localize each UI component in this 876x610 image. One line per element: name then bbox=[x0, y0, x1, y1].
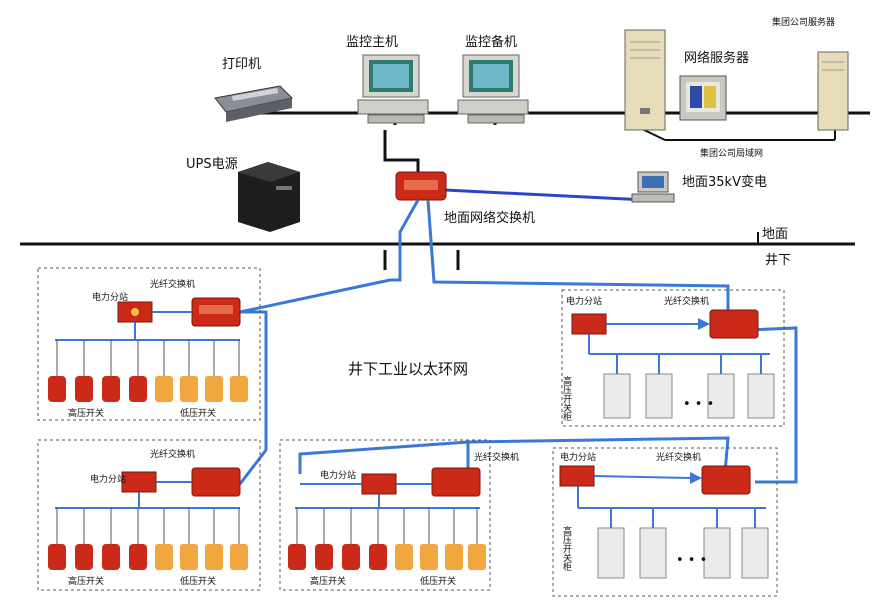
fiber-switch-icon bbox=[431, 467, 481, 497]
fiber-switch-label: 光纤交换机 bbox=[150, 448, 195, 460]
ground-switch-label: 地面网络交换机 bbox=[444, 210, 535, 226]
hv-switch-group bbox=[48, 376, 147, 402]
underground-label: 井下 bbox=[765, 253, 791, 268]
host-to-switch-link bbox=[383, 130, 420, 172]
power-substation-label: 电力分站 bbox=[320, 469, 356, 481]
power-substation-icon bbox=[361, 473, 397, 495]
power-substation-label: 电力分站 bbox=[566, 295, 602, 307]
fiber-switch-label: 光纤交换机 bbox=[656, 451, 701, 463]
block-e: 电力分站 光纤交换机 • • • 高压开关柜 bbox=[552, 447, 778, 597]
hv-cabinet-label: 高压开关柜 bbox=[561, 525, 572, 572]
lv-switch-label: 低压开关 bbox=[180, 575, 216, 587]
power-substation-icon bbox=[571, 313, 607, 335]
lv-switch-label: 低压开关 bbox=[420, 575, 456, 587]
power-substation-label: 电力分站 bbox=[92, 291, 128, 303]
hv-switch-label: 高压开关 bbox=[68, 575, 104, 587]
printer-icon bbox=[214, 85, 294, 122]
block-a: 电力分站 光纤交换机 高压开关 低压开关 bbox=[37, 267, 261, 421]
lv-switch-label: 低压开关 bbox=[180, 407, 216, 419]
fiber-switch-icon bbox=[709, 309, 759, 339]
fiber-switch-icon bbox=[701, 465, 751, 495]
group-server-icon bbox=[817, 51, 849, 131]
fiber-switch-label: 光纤交换机 bbox=[664, 295, 709, 307]
network-server-icon bbox=[624, 29, 666, 131]
monitor-main-icon bbox=[357, 54, 429, 124]
fiber-switch-icon bbox=[191, 467, 241, 497]
ring-label: 井下工业以太环网 bbox=[348, 360, 468, 378]
hv-cabinet-label: 高压开关柜 bbox=[561, 375, 572, 422]
substation-35kv-label: 地面35kV变电 bbox=[682, 174, 767, 190]
lv-switch-group bbox=[395, 544, 486, 570]
power-substation-icon bbox=[121, 471, 157, 493]
monitor-backup-label: 监控备机 bbox=[465, 34, 517, 50]
group-lan-label: 集团公司局域网 bbox=[700, 147, 763, 159]
hv-switch-group bbox=[288, 544, 387, 570]
power-substation-label: 电力分站 bbox=[90, 473, 126, 485]
ground-label: 地面 bbox=[762, 227, 788, 242]
block-d: 电力分站 光纤交换机 • • • 高压开关柜 bbox=[561, 289, 785, 427]
substation-computer-icon bbox=[631, 171, 675, 203]
power-substation-icon bbox=[559, 465, 595, 487]
block-c: 电力分站 光纤交换机 高压开关 低压开关 bbox=[279, 439, 519, 591]
hv-switch-group bbox=[48, 544, 147, 570]
monitor-main-label: 监控主机 bbox=[346, 35, 398, 50]
ground-divider bbox=[20, 232, 855, 246]
ground-switch-icon bbox=[395, 171, 447, 201]
ups-label: UPS电源 bbox=[186, 157, 238, 172]
server-monitor-icon bbox=[679, 75, 727, 121]
fiber-switch-label: 光纤交换机 bbox=[150, 278, 195, 290]
power-substation-icon bbox=[117, 301, 153, 323]
power-substation-label: 电力分站 bbox=[560, 451, 596, 463]
hv-cabinet-group bbox=[597, 527, 769, 579]
group-server-label: 集团公司服务器 bbox=[772, 16, 835, 28]
block-b: 电力分站 光纤交换机 高压开关 低压开关 bbox=[37, 439, 261, 591]
monitor-backup-icon bbox=[457, 54, 529, 124]
ellipsis: • • • bbox=[683, 397, 714, 412]
surface-network bbox=[226, 111, 870, 202]
hv-switch-label: 高压开关 bbox=[310, 575, 346, 587]
fiber-switch-label: 光纤交换机 bbox=[474, 451, 519, 463]
lv-switch-group bbox=[155, 544, 248, 570]
network-server-label: 网络服务器 bbox=[684, 50, 749, 66]
hv-switch-label: 高压开关 bbox=[68, 407, 104, 419]
printer-label: 打印机 bbox=[222, 57, 261, 72]
ups-icon bbox=[238, 162, 300, 232]
ellipsis: • • • bbox=[676, 553, 707, 568]
switch-to-35kv-link bbox=[444, 188, 646, 202]
fiber-switch-icon bbox=[191, 297, 241, 327]
hv-cabinet-group bbox=[603, 373, 775, 419]
lv-switch-group bbox=[155, 376, 248, 402]
